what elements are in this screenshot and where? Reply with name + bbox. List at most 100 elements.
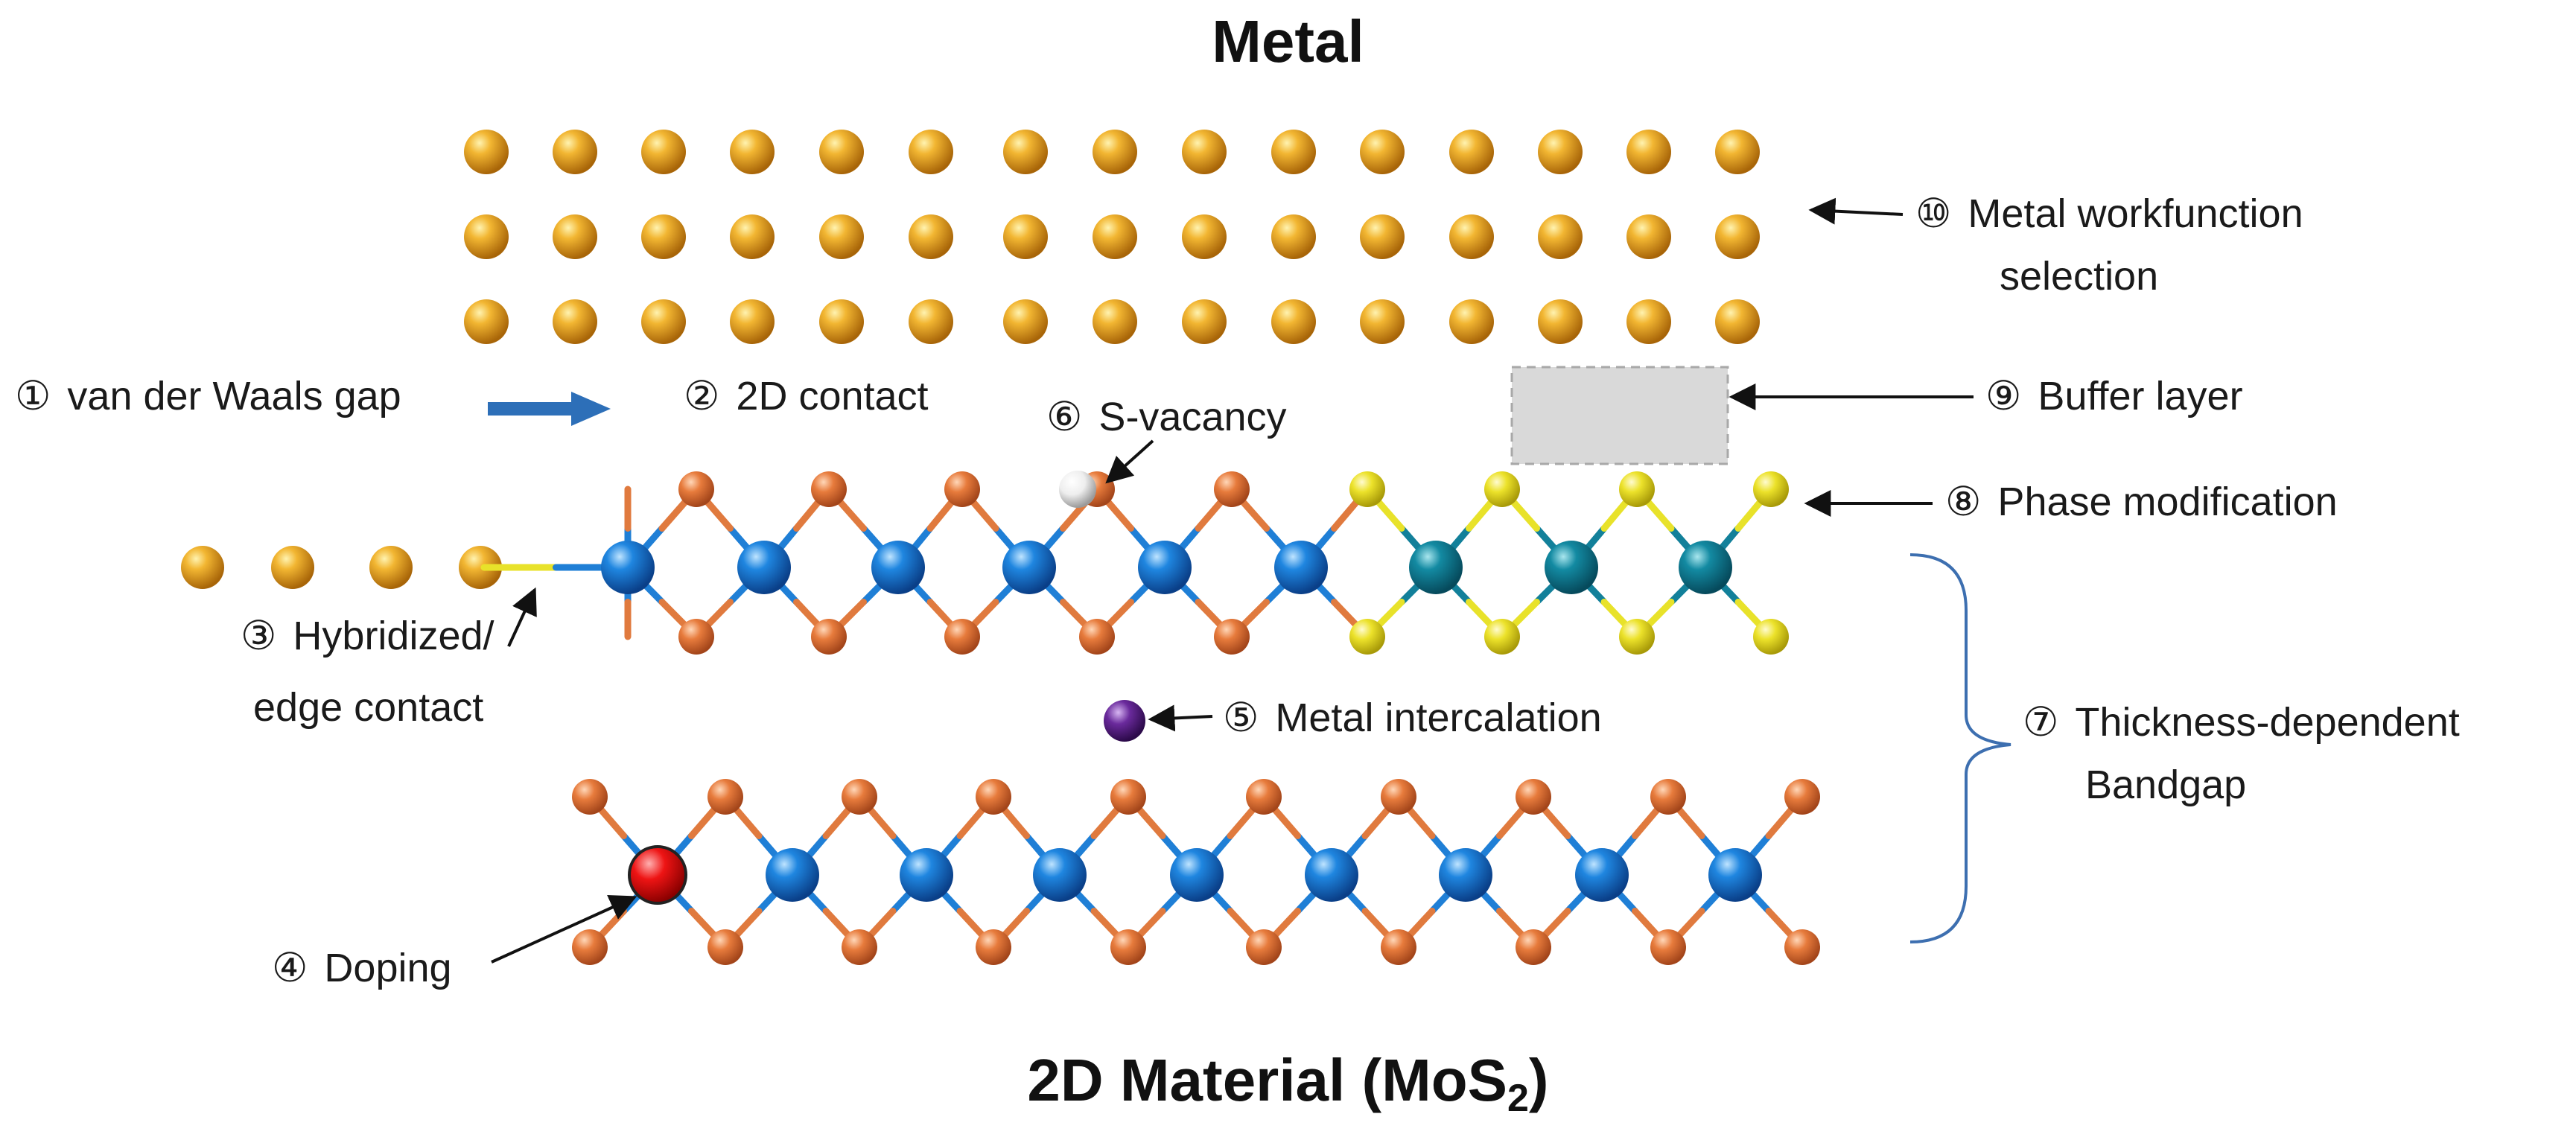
metal-atom <box>553 299 597 344</box>
s-atom <box>944 619 980 655</box>
mo-atom <box>1033 848 1087 902</box>
metal-atom <box>1449 130 1494 174</box>
s-atom <box>842 779 877 815</box>
s-atom <box>1214 619 1250 655</box>
metal-atom <box>641 299 686 344</box>
metal-atom <box>819 214 864 259</box>
metal-atom <box>909 214 953 259</box>
s-atom <box>1650 779 1686 815</box>
arrow-metal-intercalation <box>1148 704 1213 732</box>
s-atom <box>1079 619 1115 655</box>
label-number: ⑦ <box>2023 700 2059 745</box>
metal-atom <box>464 130 509 174</box>
edge-metal-atom <box>369 546 413 589</box>
mo-atom <box>871 541 925 594</box>
edge-metal-atom <box>181 546 224 589</box>
metal-atom <box>1182 299 1227 344</box>
metal-atom <box>1626 214 1671 259</box>
s-atom <box>1214 471 1250 507</box>
metal-atom <box>641 130 686 174</box>
s-atom <box>1484 619 1520 655</box>
metal-atom <box>1271 299 1316 344</box>
metal-title: Metal <box>1212 8 1364 74</box>
s-atom <box>1516 929 1551 965</box>
s-atom <box>707 779 743 815</box>
s-atom <box>1349 619 1385 655</box>
arrow-s-vacancy <box>1105 439 1154 484</box>
mo-atom <box>1679 541 1732 594</box>
s-atom <box>1784 929 1820 965</box>
mo-atom <box>601 541 655 594</box>
metal-atom <box>1626 299 1671 344</box>
label-thickness-bandgap-line2: Bandgap <box>2085 763 2247 807</box>
metal-atom <box>909 299 953 344</box>
label-doping: ④ Doping <box>272 944 452 992</box>
mos2-bottom-layer <box>572 779 1820 965</box>
metal-atom <box>1360 299 1405 344</box>
material-title-main: 2D Material (MoS <box>1027 1047 1507 1113</box>
metal-atom <box>1093 130 1137 174</box>
s-atom <box>811 619 847 655</box>
s-atom <box>1110 929 1146 965</box>
metal-atom <box>1449 299 1494 344</box>
s-atom <box>1246 929 1282 965</box>
label-text: Buffer layer <box>2038 374 2243 418</box>
mo-atom <box>1545 541 1598 594</box>
metal-atom <box>464 299 509 344</box>
metal-atom <box>1715 130 1760 174</box>
mo-atom <box>1575 848 1629 902</box>
label-number: ② <box>684 374 720 418</box>
mo-atom <box>1305 848 1358 902</box>
mo-atom <box>1409 541 1463 594</box>
material-title: 2D Material (MoS2) <box>0 1046 2576 1121</box>
s-atom <box>811 471 847 507</box>
mos2-top-layer <box>181 471 1789 742</box>
metal-atom <box>1538 214 1583 259</box>
s-atom <box>842 929 877 965</box>
s-atom <box>944 471 980 507</box>
metal-atom <box>553 214 597 259</box>
metal-atom <box>1003 214 1048 259</box>
s-atom <box>1784 779 1820 815</box>
metal-atom <box>1003 299 1048 344</box>
metal-atom <box>730 214 775 259</box>
s-atom <box>1753 471 1789 507</box>
mo-atom <box>766 848 819 902</box>
dopant-atom <box>628 845 687 905</box>
label-number: ⑨ <box>1985 374 2022 418</box>
mo-atom <box>1138 541 1192 594</box>
s-atom <box>572 779 608 815</box>
arrow-hybridized-contact <box>507 587 537 647</box>
label-text: Doping <box>324 946 452 990</box>
metal-atom <box>730 299 775 344</box>
label-text: Phase modification <box>1997 480 2338 524</box>
label-text: van der Waals gap <box>67 374 401 418</box>
metal-atom <box>1538 130 1583 174</box>
metal-atom <box>1271 130 1316 174</box>
metal-atom <box>1093 214 1137 259</box>
metal-atom <box>1715 299 1760 344</box>
s-atom <box>1619 619 1655 655</box>
metal-atom <box>641 214 686 259</box>
metal-atom <box>1360 130 1405 174</box>
s-atom <box>976 929 1011 965</box>
material-title-close: ) <box>1528 1047 1549 1113</box>
edge-metal-atom <box>459 546 502 589</box>
s-atom <box>707 929 743 965</box>
label-buffer-layer: ⑨ Buffer layer <box>1985 372 2243 420</box>
label-number: ④ <box>272 946 308 990</box>
arrow-metal-workfunction <box>1808 197 1904 225</box>
thickness-bracket <box>1909 553 2011 943</box>
metal-atom <box>819 130 864 174</box>
metal-atom <box>464 214 509 259</box>
label-hybridized-contact-line2: edge contact <box>253 685 484 730</box>
s-atom <box>678 619 714 655</box>
metal-atom <box>1626 130 1671 174</box>
vdw-gap-arrow <box>488 392 611 426</box>
s-atom <box>1650 929 1686 965</box>
